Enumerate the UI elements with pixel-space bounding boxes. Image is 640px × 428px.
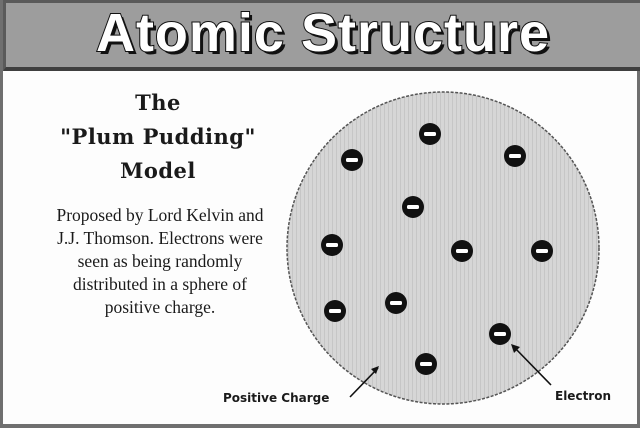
minus-sign-icon [494, 332, 506, 336]
model-description: Proposed by Lord Kelvin and J.J. Thomson… [56, 205, 264, 317]
electron-icon [385, 292, 407, 314]
electron-arrowhead-icon [511, 344, 520, 353]
electron-label: Electron [555, 389, 611, 403]
minus-sign-icon [509, 154, 521, 158]
minus-sign-icon [407, 205, 419, 209]
electron-pointer [512, 345, 552, 386]
page-title: Atomic Structure [95, 2, 551, 64]
electron-icon [402, 196, 424, 218]
heading-line-2: "Plum Pudding" [60, 124, 256, 149]
electron-icon [451, 240, 473, 262]
electron-icon [324, 300, 346, 322]
positive-charge-arrowhead-icon [371, 366, 379, 374]
positive-charge-label: Positive Charge [223, 391, 329, 405]
positive-charge-sphere [286, 91, 600, 405]
minus-sign-icon [420, 362, 432, 366]
heading-line-3: Model [120, 158, 196, 183]
minus-sign-icon [329, 309, 341, 313]
electron-icon [419, 123, 441, 145]
minus-sign-icon [456, 249, 468, 253]
positive-charge-pointer [349, 367, 379, 398]
minus-sign-icon [424, 132, 436, 136]
electron-icon [531, 240, 553, 262]
electron-icon [504, 145, 526, 167]
heading-line-1: The [135, 90, 181, 115]
minus-sign-icon [536, 249, 548, 253]
electron-icon [415, 353, 437, 375]
electron-icon [321, 234, 343, 256]
electrons-group [321, 123, 553, 375]
model-description-panel: The "Plum Pudding" Model Proposed by Lor… [33, 86, 283, 319]
title-bar: Atomic Structure [3, 0, 640, 71]
electron-icon [341, 149, 363, 171]
minus-sign-icon [326, 243, 338, 247]
minus-sign-icon [390, 301, 402, 305]
electron-icon [489, 323, 511, 345]
minus-sign-icon [346, 158, 358, 162]
